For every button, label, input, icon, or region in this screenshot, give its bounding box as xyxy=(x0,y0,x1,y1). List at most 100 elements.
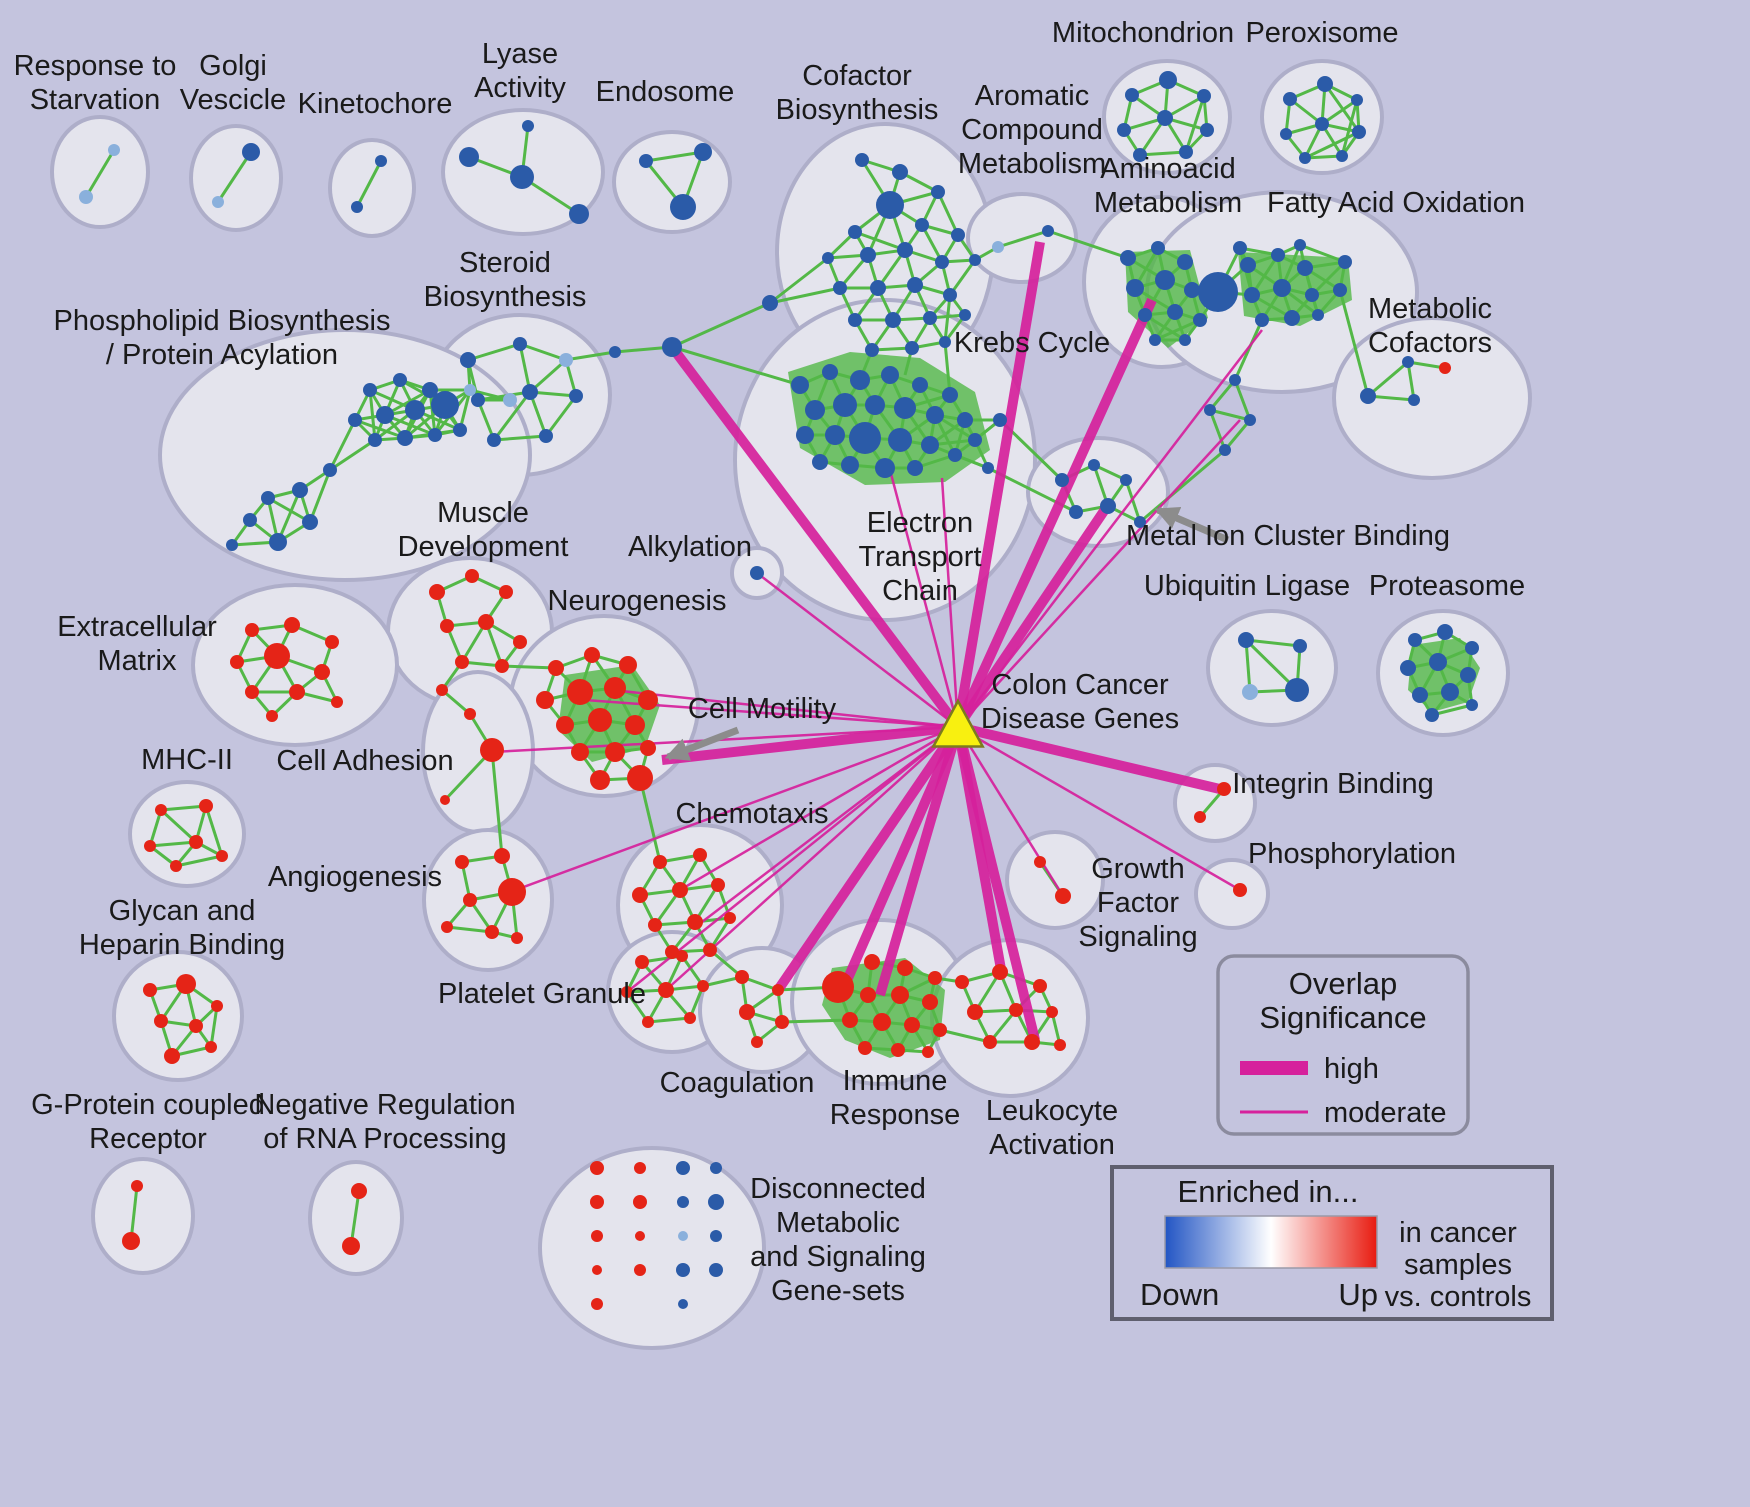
gene-set-edge xyxy=(1139,448,1226,524)
gene-set-node xyxy=(942,387,958,403)
cluster-label-response-to-starvation: Starvation xyxy=(30,84,161,116)
gene-set-node xyxy=(658,982,674,998)
gene-set-edge xyxy=(1139,150,1187,157)
gene-set-edge xyxy=(564,350,616,362)
metal-ion-pointer xyxy=(1154,506,1230,544)
cluster-label-angiogenesis: Angiogenesis xyxy=(268,861,442,893)
gene-set-node xyxy=(921,436,939,454)
cluster-label-phosphorylation: Phosphorylation xyxy=(1248,838,1456,870)
gene-set-node xyxy=(480,738,504,762)
cluster-label-golgi-vescicle: Vescicle xyxy=(180,84,286,116)
gene-set-node xyxy=(894,397,916,419)
gene-set-node xyxy=(1042,225,1054,237)
gene-set-edge xyxy=(671,301,771,349)
gene-set-node xyxy=(1055,888,1071,904)
gene-set-node xyxy=(1285,678,1309,702)
gene-set-node xyxy=(915,218,929,232)
gene-set-node xyxy=(376,406,394,424)
gene-set-node xyxy=(605,742,625,762)
overlap-link-moderate xyxy=(957,419,1241,728)
cluster-angiogenesis xyxy=(422,828,554,972)
cluster-label-alkylation: Alkylation xyxy=(628,531,752,563)
gene-set-node xyxy=(665,945,679,959)
gene-set-node xyxy=(1120,250,1136,266)
gene-set-edge xyxy=(1367,360,1409,398)
gene-set-node xyxy=(1297,260,1313,276)
gene-set-edge xyxy=(148,809,163,847)
cluster-label-integrin-binding: Integrin Binding xyxy=(1232,768,1434,800)
gene-set-edge xyxy=(355,160,383,208)
gene-set-node xyxy=(1437,624,1453,640)
gene-set-node xyxy=(1138,308,1152,322)
overlap-legend-item-high: high xyxy=(1324,1053,1379,1085)
gene-set-edge xyxy=(1233,379,1252,421)
gene-set-node xyxy=(1317,76,1333,92)
gene-set-node xyxy=(1255,313,1269,327)
gene-set-node xyxy=(590,770,610,790)
enriched-down-label: Down xyxy=(1140,1277,1219,1312)
gene-set-node xyxy=(1120,474,1132,486)
cluster-label-metal-ion-cluster-binding: Metal Ion Cluster Binding xyxy=(1126,520,1450,552)
gene-set-edge xyxy=(329,438,376,472)
overlap-legend-item-moderate: moderate xyxy=(1324,1097,1447,1129)
gene-set-node xyxy=(848,313,862,327)
gene-set-node xyxy=(494,848,510,864)
gene-set-node xyxy=(922,994,938,1010)
gene-set-node xyxy=(642,1016,654,1028)
gene-set-node xyxy=(1177,254,1193,270)
gene-set-node xyxy=(639,154,653,168)
gene-set-node xyxy=(1024,1034,1040,1050)
gene-set-node xyxy=(948,448,962,462)
gene-set-edge xyxy=(1154,318,1201,342)
gene-set-node xyxy=(822,252,834,264)
gene-set-node xyxy=(935,255,949,269)
gene-set-edge xyxy=(1407,360,1446,370)
gene-set-node xyxy=(440,619,454,633)
gene-set-edge xyxy=(476,399,496,441)
gene-set-edge xyxy=(490,749,504,857)
gene-set-node xyxy=(199,799,213,813)
cluster-label-phospholipid-biosynthesis: / Protein Acylation xyxy=(106,339,338,371)
gene-set-edge xyxy=(368,389,377,441)
overlap-link-high xyxy=(953,241,1045,728)
cluster-label-aminoacid-metabolism: Metabolism xyxy=(1094,187,1242,219)
gene-set-node xyxy=(693,848,707,862)
gene-set-node xyxy=(625,715,645,735)
cluster-label-proteasome: Proteasome xyxy=(1369,570,1525,602)
overlap-link-high xyxy=(773,724,963,993)
gene-set-node xyxy=(1055,473,1069,487)
gene-set-node xyxy=(1333,283,1347,297)
gene-set-node xyxy=(1238,632,1254,648)
gene-set-node xyxy=(440,795,450,805)
gene-set-edge xyxy=(446,925,493,934)
cluster-label-negative-regulation-rna: of RNA Processing xyxy=(263,1123,506,1155)
gene-set-node xyxy=(931,185,945,199)
gene-set-edge xyxy=(1124,479,1142,523)
gene-set-node xyxy=(108,144,120,156)
gene-set-node xyxy=(292,482,308,498)
gene-set-node xyxy=(888,428,912,452)
gene-set-node xyxy=(459,147,479,167)
cluster-label-immune-response: Response xyxy=(830,1099,961,1131)
gene-set-node xyxy=(876,191,904,219)
cluster-label-glycan-heparin-binding: Glycan and xyxy=(109,895,256,927)
overlap-link-moderate xyxy=(491,725,959,754)
cluster-label-growth-factor-signaling: Growth xyxy=(1091,853,1184,885)
cluster-growth-factor-signaling xyxy=(1005,830,1105,930)
gene-set-node xyxy=(428,428,442,442)
gene-set-node xyxy=(556,716,574,734)
gene-set-node xyxy=(1315,117,1329,131)
gene-set-node xyxy=(904,1017,920,1033)
cluster-label-platelet-granule: Platelet Granule xyxy=(438,978,646,1010)
gene-set-node xyxy=(676,1263,690,1277)
gene-set-node xyxy=(968,433,982,447)
gene-set-node xyxy=(1465,641,1479,655)
gene-set-node xyxy=(1054,1039,1066,1051)
cluster-label-aromatic-compound-metabolism: Compound xyxy=(961,114,1103,146)
enriched-context-label: vs. controls xyxy=(1385,1281,1532,1313)
gene-set-node xyxy=(1100,498,1116,514)
gene-set-node xyxy=(711,878,725,892)
gene-set-node xyxy=(1197,89,1211,103)
cluster-label-ubiquitin-ligase: Ubiquitin Ligase xyxy=(1144,570,1350,602)
